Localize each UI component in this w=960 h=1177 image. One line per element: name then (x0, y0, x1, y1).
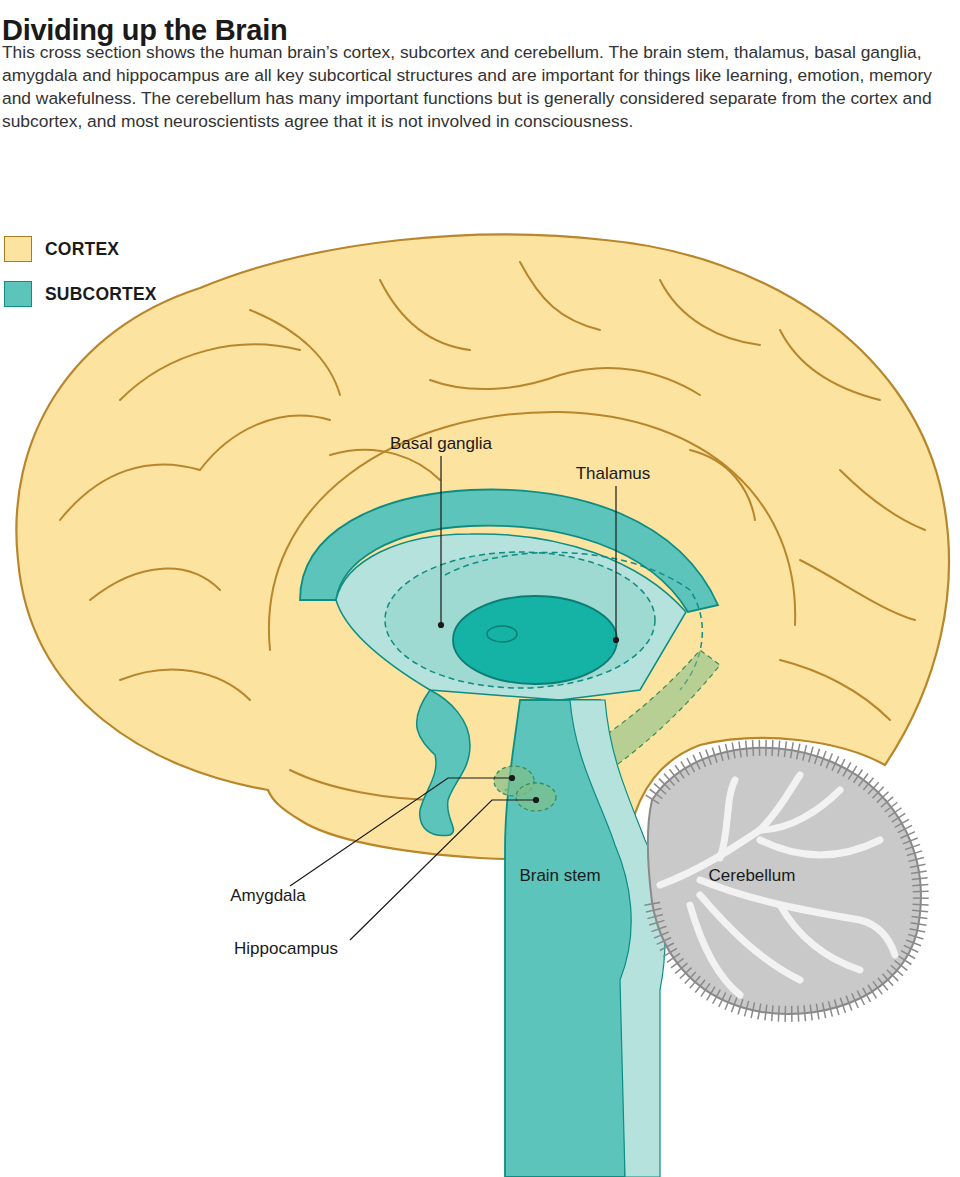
legend-swatch (4, 281, 32, 307)
basal-ganglia-shape (385, 552, 655, 688)
gyri-lines (60, 262, 925, 800)
legend-label: SUBCORTEX (45, 284, 157, 305)
part-label: Cerebellum (709, 866, 796, 886)
caudate-tail (445, 552, 702, 690)
part-label: Thalamus (576, 464, 651, 484)
hypothalamus-shape (417, 690, 470, 836)
part-label: Brain stem (519, 866, 600, 886)
thalamus-inner (487, 626, 517, 642)
aqueduct-strip (570, 700, 665, 1177)
ventricle-area (336, 534, 686, 700)
leader-lines (290, 456, 619, 940)
part-label: Hippocampus (234, 939, 338, 959)
legend-swatch (4, 236, 32, 262)
hippocampus-shape (516, 783, 556, 811)
thalamus-shape (453, 596, 617, 684)
caption-text: This cross section shows the human brain… (2, 41, 947, 133)
legend-entry: SUBCORTEX (4, 280, 157, 308)
arbor-vitae (660, 775, 895, 995)
part-label: Basal ganglia (390, 434, 492, 454)
legend-entry: CORTEX (4, 235, 119, 263)
cerebellum-shape (648, 748, 921, 1014)
part-label: Amygdala (230, 886, 306, 906)
cerebellum-folia (652, 748, 921, 1014)
legend-label: CORTEX (45, 239, 119, 260)
